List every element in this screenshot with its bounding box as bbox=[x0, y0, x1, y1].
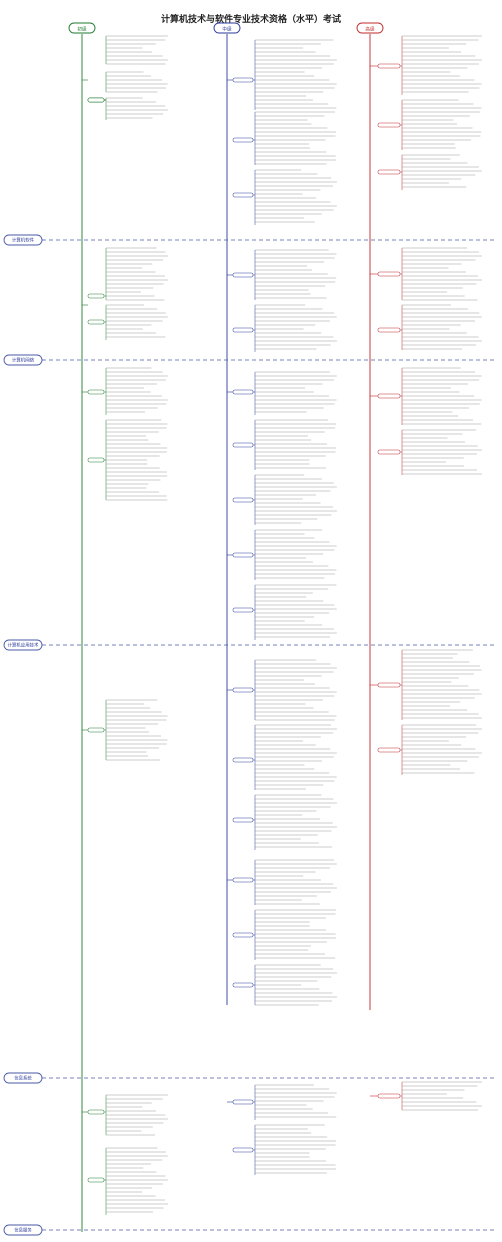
topic-node[interactable] bbox=[87, 97, 105, 103]
topic-node[interactable] bbox=[377, 1093, 401, 1099]
topic-node[interactable] bbox=[232, 442, 254, 448]
column-header-label: 初级 bbox=[77, 26, 87, 33]
topic-node[interactable] bbox=[232, 1147, 254, 1153]
topic-node[interactable] bbox=[232, 817, 254, 823]
topic-node[interactable] bbox=[232, 877, 254, 883]
topic-node[interactable] bbox=[87, 293, 105, 299]
topic-node[interactable] bbox=[232, 1099, 254, 1105]
topic-node[interactable] bbox=[377, 63, 401, 69]
topic-node[interactable] bbox=[232, 552, 254, 558]
category-node[interactable] bbox=[3, 354, 43, 366]
topic-node[interactable] bbox=[232, 77, 254, 83]
category-label: 计算机软件 bbox=[12, 237, 35, 244]
topic-node[interactable] bbox=[232, 982, 254, 988]
category-node[interactable] bbox=[3, 1072, 43, 1084]
topic-node[interactable] bbox=[232, 272, 254, 278]
topic-node[interactable] bbox=[87, 727, 105, 733]
column-header-node[interactable] bbox=[213, 22, 241, 34]
column-header-node[interactable] bbox=[356, 22, 384, 34]
category-label: 计算机网络 bbox=[12, 357, 35, 364]
topic-node[interactable] bbox=[377, 449, 401, 455]
topic-node[interactable] bbox=[377, 747, 401, 753]
topic-node[interactable] bbox=[232, 932, 254, 938]
category-node[interactable] bbox=[3, 639, 43, 651]
topic-node[interactable] bbox=[232, 497, 254, 503]
column-header-label: 高级 bbox=[365, 26, 375, 33]
topic-node[interactable] bbox=[377, 393, 401, 399]
topic-node[interactable] bbox=[232, 192, 254, 198]
category-label: 信息服务 bbox=[14, 1227, 32, 1234]
topic-node[interactable] bbox=[232, 687, 254, 693]
category-label: 计算机应用技术 bbox=[8, 642, 39, 649]
topic-node[interactable] bbox=[87, 319, 105, 325]
column-header-label: 中级 bbox=[222, 26, 232, 33]
topic-node[interactable] bbox=[377, 327, 401, 333]
topic-node[interactable] bbox=[377, 682, 401, 688]
category-node[interactable] bbox=[3, 234, 43, 246]
category-label: 信息系统 bbox=[14, 1075, 32, 1082]
topic-node[interactable] bbox=[232, 327, 254, 333]
topic-node[interactable] bbox=[377, 122, 401, 128]
topic-node[interactable] bbox=[87, 1109, 105, 1115]
topic-node[interactable] bbox=[377, 271, 401, 277]
column-header-node[interactable] bbox=[68, 22, 96, 34]
topic-node[interactable] bbox=[377, 169, 401, 175]
topic-node[interactable] bbox=[232, 757, 254, 763]
category-node[interactable] bbox=[3, 1224, 43, 1236]
topic-node[interactable] bbox=[232, 137, 254, 143]
topic-node[interactable] bbox=[87, 1177, 105, 1183]
topic-node[interactable] bbox=[87, 389, 105, 395]
topic-node[interactable] bbox=[232, 607, 254, 613]
page-title: 计算机技术与软件专业技术资格（水平）考试 bbox=[160, 14, 341, 24]
topic-node[interactable] bbox=[87, 457, 105, 463]
topic-node[interactable] bbox=[232, 389, 254, 395]
